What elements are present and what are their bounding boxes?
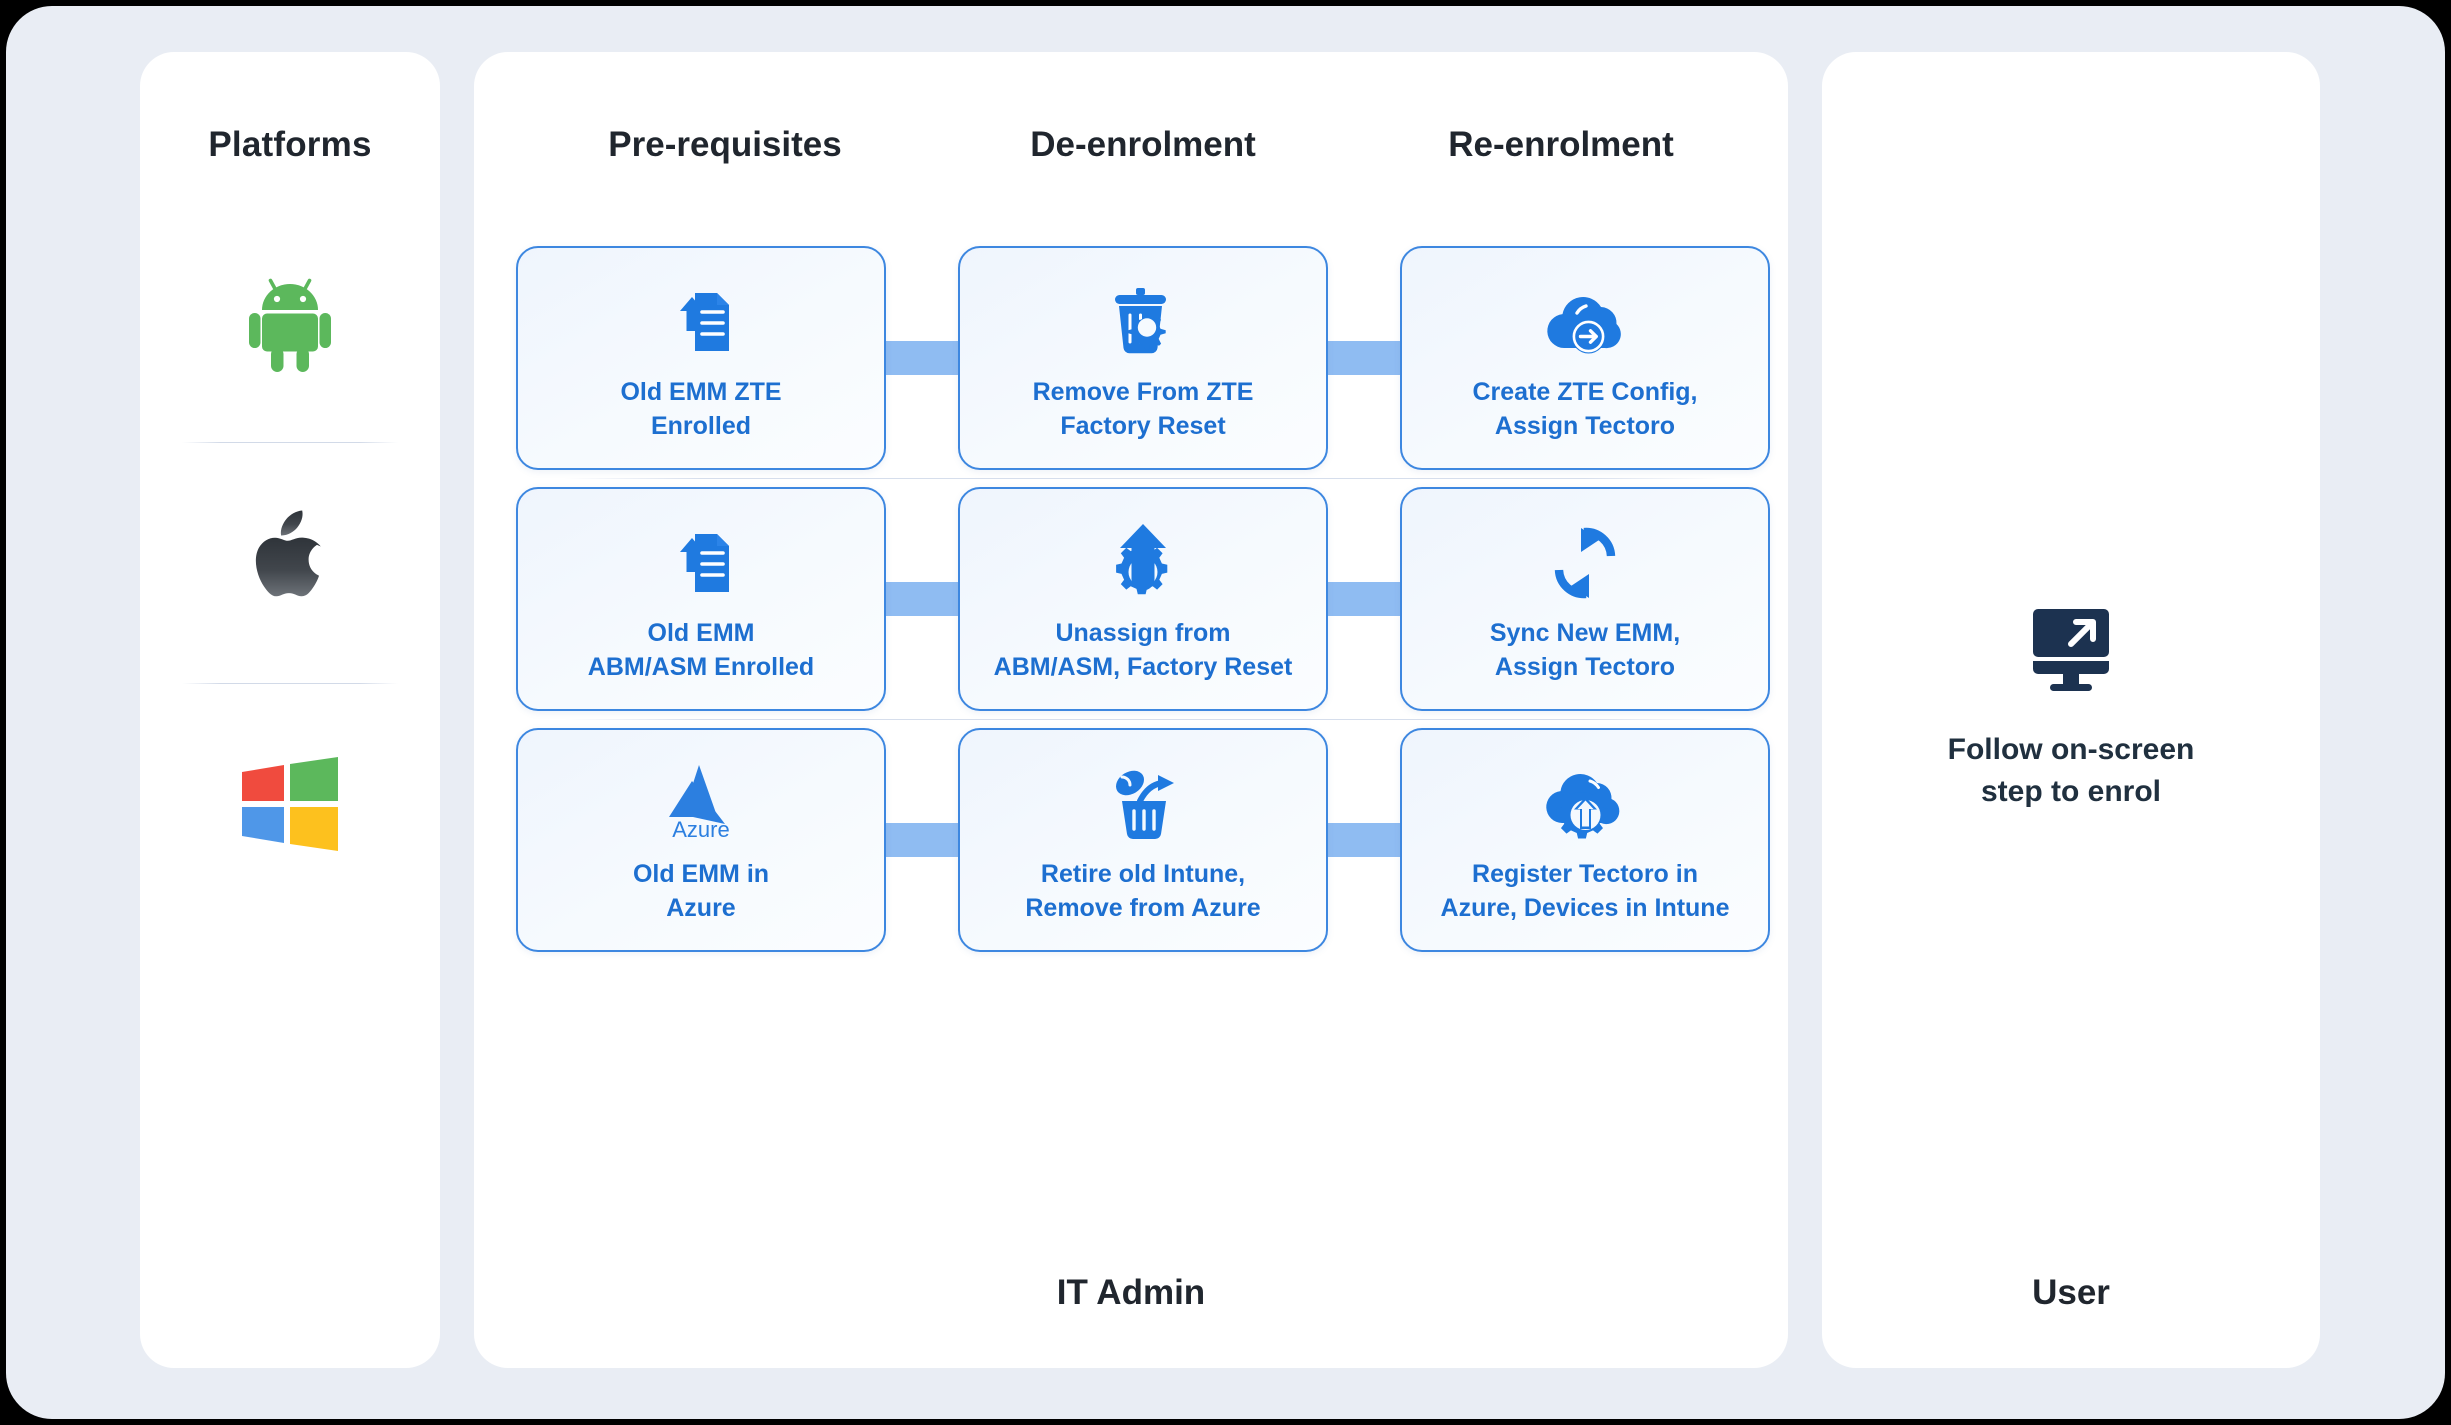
gear-arrow-up-icon [1105, 514, 1181, 600]
card-label: Old EMM in Azure [632, 859, 770, 923]
card-sync-new-emm-assign-tectoro[interactable]: Sync New EMM, Assign Tectoro [1400, 487, 1770, 711]
connector-windows-1 [883, 823, 961, 857]
row-divider-1 [564, 478, 1722, 479]
card-label: Old EMM ABM/ASM Enrolled [587, 618, 815, 682]
platforms-title: Platforms [208, 125, 372, 164]
column-header-re-enrolment: Re-enrolment [1448, 125, 1674, 164]
document-upload-icon [664, 514, 738, 600]
platform-item-android [140, 202, 440, 442]
flow-row-apple: Old EMM ABM/ASM Enrolled [516, 479, 1770, 719]
it-admin-footer: IT Admin [1056, 1273, 1206, 1312]
card-label: Sync New EMM, Assign Tectoro [1489, 618, 1681, 682]
platform-list [140, 202, 440, 924]
connector-android-1 [883, 341, 961, 375]
column-header-pre-requisites: Pre-requisites [608, 125, 842, 164]
user-panel-footer: User [2032, 1273, 2110, 1312]
column-headers: Pre-requisites De-enrolment Re-enrolment [474, 125, 1788, 165]
card-old-emm-in-azure[interactable]: Azure Old EMM in Azure [516, 728, 886, 952]
azure-logo-icon: Azure [655, 755, 747, 841]
apple-icon [244, 508, 336, 618]
user-instruction-label: Follow on-screen step to enrol [1947, 733, 2195, 808]
diagram-layout: Platforms [140, 52, 2320, 1368]
windows-icon [238, 754, 342, 854]
card-retire-old-intune-remove-from-azure[interactable]: Retire old Intune, Remove from Azure [958, 728, 1328, 952]
platform-item-windows [140, 684, 440, 924]
platform-divider-1 [182, 442, 398, 443]
connector-apple-1 [883, 582, 961, 616]
card-label: Register Tectoro in Azure, Devices in In… [1440, 859, 1730, 923]
card-label: Unassign from ABM/ASM, Factory Reset [993, 618, 1293, 682]
trash-gear-icon [1104, 273, 1182, 359]
cloud-gear-upload-icon [1542, 755, 1628, 841]
sync-refresh-icon [1547, 514, 1623, 600]
row-divider-2 [564, 719, 1722, 720]
it-admin-panel: Pre-requisites De-enrolment Re-enrolment [474, 52, 1788, 1368]
card-old-emm-zte-enrolled[interactable]: Old EMM ZTE Enrolled [516, 246, 886, 470]
flow-row-windows: Azure Old EMM in Azure [516, 720, 1770, 960]
card-label: Retire old Intune, Remove from Azure [1025, 859, 1261, 923]
android-icon [242, 270, 338, 374]
monitor-arrow-icon [1822, 607, 2320, 693]
platforms-panel: Platforms [140, 52, 440, 1368]
trash-toss-icon [1102, 755, 1184, 841]
user-content: Follow on-screen step to enrol [1822, 607, 2320, 813]
connector-windows-2 [1325, 823, 1403, 857]
platform-item-apple [140, 443, 440, 683]
diagram-canvas: Platforms [6, 6, 2445, 1419]
card-old-emm-abm-asm-enrolled[interactable]: Old EMM ABM/ASM Enrolled [516, 487, 886, 711]
card-create-zte-config-assign-tectoro[interactable]: Create ZTE Config, Assign Tectoro [1400, 246, 1770, 470]
connector-apple-2 [1325, 582, 1403, 616]
document-upload-icon [664, 273, 738, 359]
card-remove-from-zte-factory-reset[interactable]: Remove From ZTE Factory Reset [958, 246, 1328, 470]
cloud-arrow-right-icon [1543, 273, 1627, 359]
card-unassign-from-abm-asm-factory-reset[interactable]: Unassign from ABM/ASM, Factory Reset [958, 487, 1328, 711]
card-register-tectoro-in-azure-devices-in-intune[interactable]: Register Tectoro in Azure, Devices in In… [1400, 728, 1770, 952]
connector-android-2 [1325, 341, 1403, 375]
flow-row-android: Old EMM ZTE Enrolled [516, 238, 1770, 478]
user-panel: Follow on-screen step to enrol User [1822, 52, 2320, 1368]
card-label: Create ZTE Config, Assign Tectoro [1472, 377, 1698, 441]
platform-divider-2 [182, 683, 398, 684]
flow-rows: Old EMM ZTE Enrolled [516, 238, 1770, 960]
column-header-de-enrolment: De-enrolment [1030, 125, 1256, 164]
svg-text:Azure: Azure [672, 817, 729, 841]
card-label: Old EMM ZTE Enrolled [620, 377, 782, 441]
card-label: Remove From ZTE Factory Reset [1032, 377, 1254, 441]
